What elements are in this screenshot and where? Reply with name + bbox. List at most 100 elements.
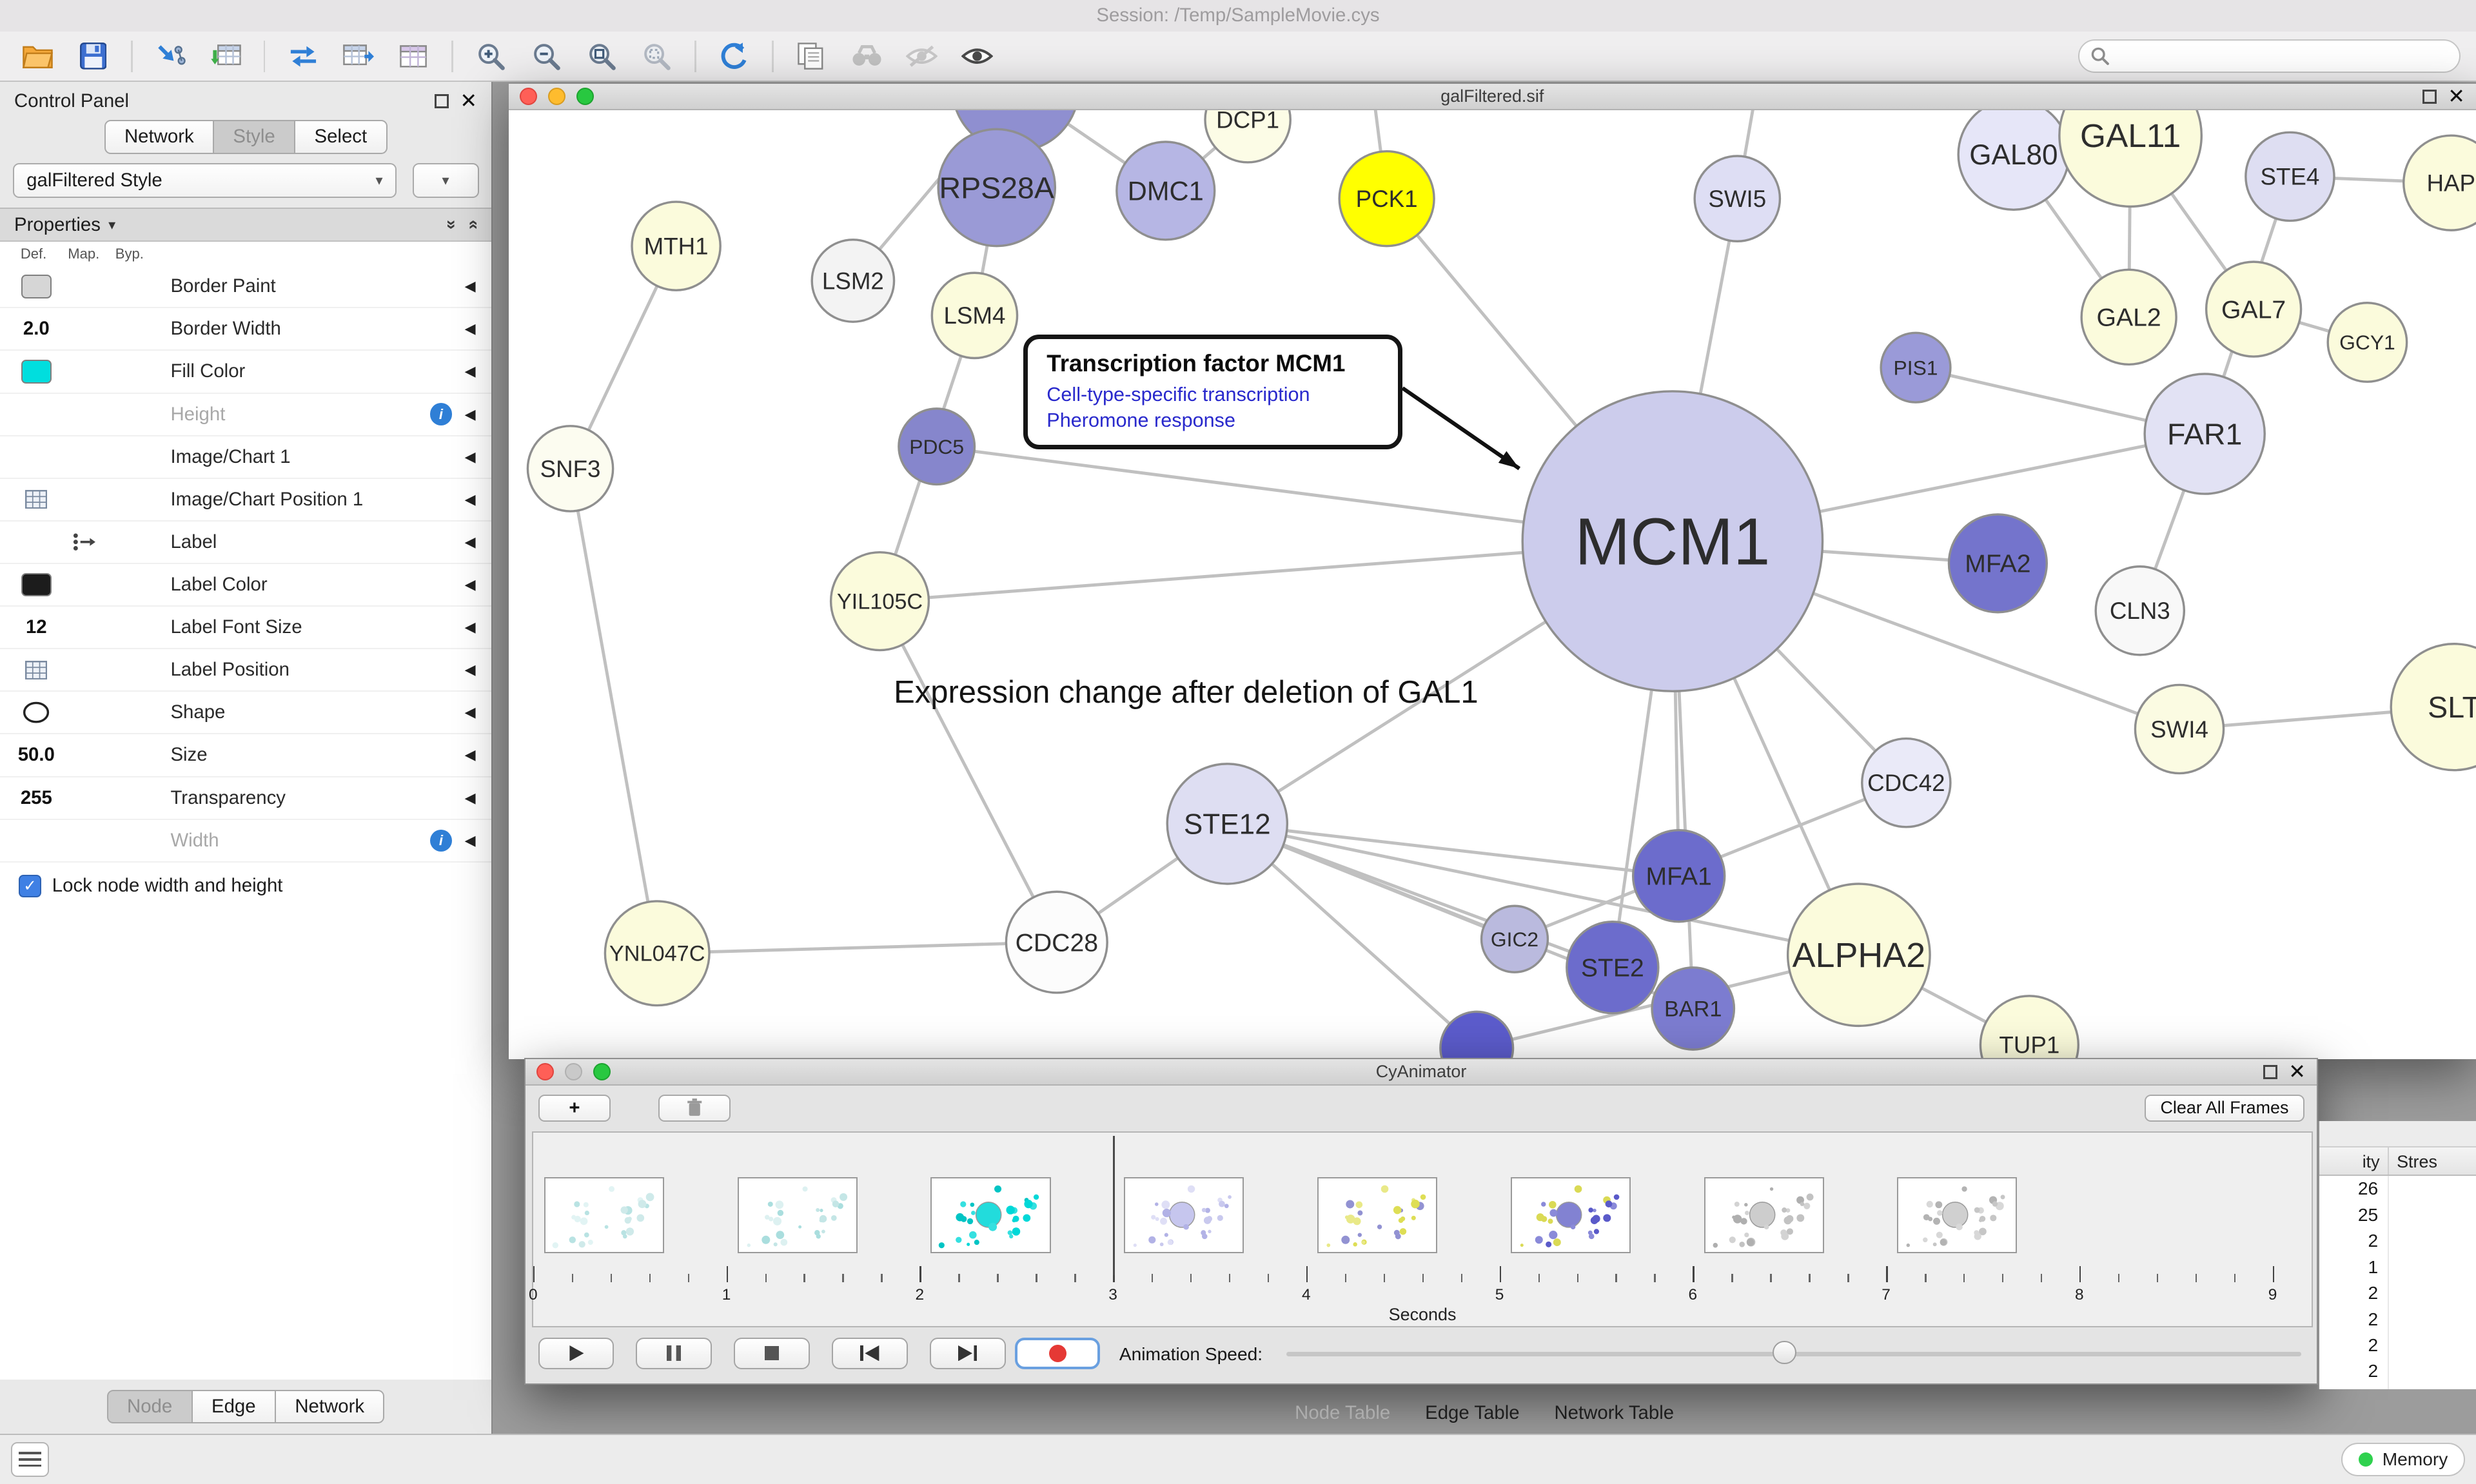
bypass-cell[interactable]: [112, 528, 150, 556]
network-node-alpha2[interactable]: [1786, 883, 1931, 1028]
bypass-cell[interactable]: [112, 485, 150, 514]
expand-arrow-icon[interactable]: ◀: [464, 832, 476, 848]
float-window-icon[interactable]: [2263, 1064, 2278, 1079]
copy-paste-button[interactable]: [789, 35, 834, 77]
network-node-dcp1[interactable]: [1203, 110, 1292, 164]
bypass-cell[interactable]: [112, 656, 150, 684]
default-value-cell[interactable]: [17, 272, 55, 300]
animation-speed-slider[interactable]: [1286, 1336, 2301, 1371]
cyanimator-titlebar[interactable]: CyAnimator ✕: [526, 1059, 2317, 1086]
table-row[interactable]: 2: [2319, 1228, 2476, 1255]
network-node-pis1[interactable]: [1880, 331, 1952, 404]
default-value-cell[interactable]: [17, 528, 55, 556]
network-node-lsm4[interactable]: [930, 271, 1018, 360]
zoom-in-button[interactable]: [469, 35, 513, 77]
mapping-cell[interactable]: [64, 784, 103, 812]
pause-button[interactable]: [636, 1337, 712, 1369]
network-node-gal2[interactable]: [2080, 269, 2177, 366]
properties-header[interactable]: Properties ▾ » »: [0, 209, 492, 242]
open-session-button[interactable]: [15, 35, 60, 77]
network-node-ynl047c[interactable]: [604, 900, 711, 1007]
network-node-pdc5[interactable]: [897, 407, 976, 486]
default-value-cell[interactable]: [17, 698, 55, 727]
expand-arrow-icon[interactable]: ◀: [464, 491, 476, 507]
bypass-cell[interactable]: [112, 272, 150, 300]
network-node-ste12[interactable]: [1166, 763, 1288, 886]
network-edge[interactable]: [1226, 822, 1679, 878]
table-row[interactable]: 26: [2319, 1176, 2476, 1202]
next-frame-button[interactable]: [929, 1337, 1006, 1369]
network-node-swi4[interactable]: [2134, 684, 2225, 775]
frame-thumbnail[interactable]: [1704, 1177, 1824, 1253]
mapping-cell[interactable]: [64, 443, 103, 471]
mcm1-annotation[interactable]: Transcription factor MCM1 Cell-type-spec…: [1023, 335, 1402, 449]
tab-network[interactable]: Network: [104, 120, 215, 154]
expand-arrow-icon[interactable]: ◀: [464, 278, 476, 295]
search-input[interactable]: [2117, 45, 2448, 68]
default-value-cell[interactable]: [17, 357, 55, 386]
expand-arrow-icon[interactable]: ◀: [464, 448, 476, 465]
expand-arrow-icon[interactable]: ◀: [464, 320, 476, 337]
default-value-cell[interactable]: 12: [25, 616, 47, 638]
frame-thumbnail[interactable]: [1897, 1177, 2018, 1253]
close-window-icon[interactable]: [536, 1063, 555, 1081]
mapping-cell[interactable]: [64, 826, 103, 855]
network-edge[interactable]: [1226, 822, 1859, 957]
frame-thumbnail[interactable]: [544, 1177, 665, 1253]
close-panel-icon[interactable]: ✕: [460, 89, 478, 113]
annotation-link[interactable]: Cell-type-specific transcription: [1046, 384, 1310, 406]
network-node-mcm1[interactable]: [1521, 390, 1823, 693]
frame-thumbnail[interactable]: [737, 1177, 858, 1253]
table-row[interactable]: 2: [2319, 1384, 2476, 1390]
frame-thumbnail[interactable]: [1124, 1177, 1244, 1253]
mapping-cell[interactable]: [64, 315, 103, 343]
network-window-titlebar[interactable]: galFiltered.sif ✕: [508, 83, 2476, 111]
bypass-cell[interactable]: [112, 571, 150, 599]
default-value-cell[interactable]: 2.0: [23, 318, 50, 340]
annotation-link[interactable]: Pheromone response: [1046, 409, 1235, 431]
collapse-all-icon[interactable]: »: [462, 220, 482, 230]
bypass-cell[interactable]: [112, 698, 150, 727]
network-node-ste4[interactable]: [2244, 131, 2335, 222]
mapping-cell[interactable]: [64, 272, 103, 300]
close-view-icon[interactable]: ✕: [2288, 1060, 2306, 1084]
expand-arrow-icon[interactable]: ◀: [464, 363, 476, 380]
previous-frame-button[interactable]: [832, 1337, 908, 1369]
close-view-icon[interactable]: ✕: [2448, 84, 2465, 108]
network-node-dmc1[interactable]: [1115, 141, 1215, 241]
tab-select[interactable]: Select: [295, 120, 388, 154]
frame-thumbnail[interactable]: [1317, 1177, 1438, 1253]
stop-button[interactable]: [734, 1337, 810, 1369]
save-session-button[interactable]: [71, 35, 115, 77]
bypass-cell[interactable]: [112, 784, 150, 812]
network-node-kss1[interactable]: [1439, 1011, 1514, 1058]
network-node-gic2[interactable]: [1480, 904, 1549, 974]
bypass-cell[interactable]: [112, 826, 150, 855]
close-window-icon[interactable]: [519, 88, 537, 106]
slider-thumb[interactable]: [1773, 1340, 1796, 1365]
expand-arrow-icon[interactable]: ◀: [464, 405, 476, 422]
network-node-snf3[interactable]: [526, 425, 614, 513]
network-node-tup1[interactable]: [1979, 995, 2079, 1058]
style-property-row[interactable]: Shape◀: [0, 692, 492, 735]
expand-arrow-icon[interactable]: ◀: [464, 704, 476, 721]
expand-arrow-icon[interactable]: ◀: [464, 747, 476, 763]
network-node-ste2[interactable]: [1565, 921, 1660, 1015]
network-node-lsm2[interactable]: [811, 239, 895, 324]
import-table-button[interactable]: [204, 35, 248, 77]
tab-node-style[interactable]: Node: [106, 1389, 193, 1424]
network-node-far1[interactable]: [2143, 373, 2266, 496]
minimize-window-icon[interactable]: [547, 88, 565, 106]
expand-arrow-icon[interactable]: ◀: [464, 619, 476, 636]
zoom-out-button[interactable]: [524, 35, 569, 77]
bypass-cell[interactable]: [112, 613, 150, 641]
style-property-row[interactable]: Image/Chart 1◀: [0, 436, 492, 479]
network-node-gal7[interactable]: [2205, 260, 2302, 358]
default-value-cell[interactable]: 255: [20, 786, 52, 808]
